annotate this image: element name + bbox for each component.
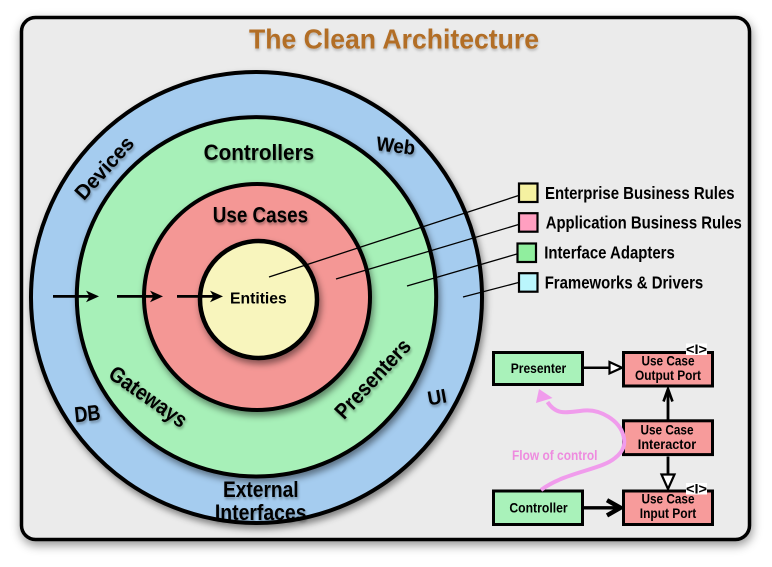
svg-text:Frameworks & Drivers: Frameworks & Drivers [545,272,704,292]
svg-text:<I>: <I> [686,341,707,357]
svg-text:Application Business Rules: Application Business Rules [546,212,742,232]
svg-text:Interfaces: Interfaces [215,500,307,525]
svg-text:Flow of control: Flow of control [512,447,598,463]
svg-text:Use Cases: Use Cases [213,203,308,228]
svg-text:Interactor: Interactor [638,437,697,452]
svg-text:Entities: Entities [230,291,287,308]
svg-text:External: External [223,477,299,502]
svg-text:<I>: <I> [686,481,707,497]
svg-text:Use Case: Use Case [642,492,695,507]
svg-text:Controller: Controller [509,501,568,516]
svg-text:DB: DB [73,400,101,428]
svg-text:Enterprise Business Rules: Enterprise Business Rules [545,183,735,203]
svg-text:UI: UI [426,386,449,411]
svg-text:Presenter: Presenter [511,361,567,376]
svg-text:Use Case: Use Case [641,423,694,438]
svg-text:Controllers: Controllers [204,140,315,165]
svg-text:Output Port: Output Port [635,368,701,383]
svg-text:Input Port: Input Port [640,506,697,521]
svg-text:Web: Web [375,133,416,160]
svg-text:Interface Adapters: Interface Adapters [544,242,675,262]
svg-text:The Clean Architecture: The Clean Architecture [249,24,539,55]
svg-text:Use Case: Use Case [642,354,695,369]
